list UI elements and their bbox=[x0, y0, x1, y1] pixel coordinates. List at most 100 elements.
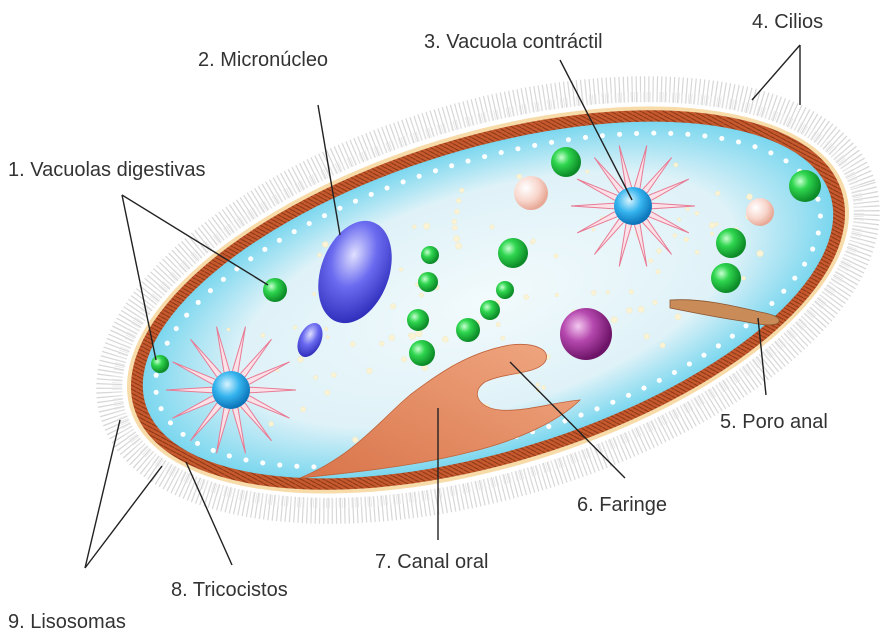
label-micronucleo: 2. Micronúcleo bbox=[198, 50, 328, 70]
granule bbox=[660, 343, 665, 348]
granule bbox=[542, 386, 546, 390]
granule bbox=[695, 211, 699, 215]
digestive-vacuole bbox=[789, 170, 821, 202]
granule bbox=[269, 421, 274, 426]
granule bbox=[657, 248, 662, 253]
granule bbox=[261, 333, 265, 337]
granule bbox=[611, 317, 617, 323]
granule bbox=[412, 225, 416, 229]
digestive-vacuole bbox=[711, 263, 741, 293]
granule bbox=[501, 336, 505, 340]
granule bbox=[313, 292, 316, 295]
granule bbox=[452, 219, 457, 224]
digestive-vacuole bbox=[409, 340, 435, 366]
label-cilios: 4. Cilios bbox=[752, 12, 823, 32]
granule bbox=[227, 328, 230, 331]
granule bbox=[675, 314, 681, 320]
digestive-vacuole bbox=[716, 228, 746, 258]
purple-vacuole bbox=[560, 308, 612, 360]
digestive-vacuole bbox=[263, 278, 287, 302]
label-vacuola-contractil: 3. Vacuola contráctil bbox=[424, 32, 603, 52]
granule bbox=[454, 236, 460, 242]
granule bbox=[742, 276, 746, 280]
granule bbox=[367, 368, 373, 374]
digestive-vacuole bbox=[421, 246, 439, 264]
pink-vacuole bbox=[514, 176, 548, 210]
granule bbox=[298, 357, 304, 363]
label-lisosomas: 9. Lisosomas bbox=[8, 612, 126, 632]
granule bbox=[656, 269, 661, 274]
granule bbox=[301, 407, 306, 412]
granule bbox=[490, 225, 494, 229]
granule bbox=[554, 254, 558, 258]
granule bbox=[674, 163, 678, 167]
granule bbox=[422, 365, 428, 371]
granule bbox=[626, 308, 632, 314]
label-canal-oral: 7. Canal oral bbox=[375, 552, 488, 572]
granule bbox=[709, 222, 715, 228]
granule bbox=[442, 336, 448, 342]
granule bbox=[324, 327, 328, 331]
granule bbox=[649, 259, 653, 263]
digestive-vacuole bbox=[551, 147, 581, 177]
granule bbox=[416, 330, 422, 336]
granule bbox=[318, 253, 322, 257]
granule bbox=[325, 390, 330, 395]
granule bbox=[715, 222, 719, 226]
granule bbox=[653, 300, 658, 305]
granule bbox=[592, 228, 595, 231]
label-poro-anal: 5. Poro anal bbox=[720, 412, 828, 432]
digestive-vacuole bbox=[407, 309, 429, 331]
granule bbox=[673, 234, 677, 238]
digestive-vacuole bbox=[151, 355, 169, 373]
digestive-vacuole bbox=[496, 281, 514, 299]
granule bbox=[390, 304, 395, 309]
label-faringe: 6. Faringe bbox=[577, 495, 667, 515]
granule bbox=[322, 242, 328, 248]
label-tricocistos: 8. Tricocistos bbox=[171, 580, 288, 600]
granule bbox=[644, 334, 649, 339]
leader-cilios-1 bbox=[752, 45, 800, 100]
granule bbox=[684, 237, 689, 242]
granule bbox=[293, 326, 297, 330]
granule bbox=[350, 342, 355, 347]
contractile-center bbox=[614, 187, 652, 225]
contractile-center bbox=[212, 371, 250, 409]
pink-vacuole-small bbox=[746, 198, 774, 226]
digestive-vacuole bbox=[498, 238, 528, 268]
granule bbox=[747, 194, 753, 200]
granule bbox=[710, 232, 714, 236]
granule bbox=[606, 291, 610, 295]
granule bbox=[591, 290, 596, 295]
digestive-vacuole bbox=[456, 318, 480, 342]
granule bbox=[517, 174, 522, 179]
granule bbox=[757, 250, 763, 256]
granule bbox=[452, 225, 457, 230]
granule bbox=[331, 373, 336, 378]
granule bbox=[389, 335, 395, 341]
granule bbox=[379, 341, 384, 346]
granule bbox=[326, 336, 329, 339]
granule bbox=[686, 207, 690, 211]
granule bbox=[399, 268, 403, 272]
granule bbox=[715, 191, 720, 196]
granule bbox=[424, 223, 430, 229]
granule bbox=[456, 198, 461, 203]
granule bbox=[536, 383, 540, 387]
digestive-vacuole bbox=[480, 300, 500, 320]
granule bbox=[314, 375, 318, 379]
granule bbox=[555, 293, 559, 297]
granule bbox=[531, 239, 535, 243]
granule bbox=[454, 209, 459, 214]
granule bbox=[585, 170, 589, 174]
granule bbox=[629, 290, 634, 295]
digestive-vacuole bbox=[418, 272, 438, 292]
granule bbox=[496, 322, 500, 326]
granule bbox=[524, 295, 529, 300]
paramecium-body bbox=[59, 8, 881, 591]
granule bbox=[409, 333, 415, 339]
granule bbox=[456, 243, 462, 249]
granule bbox=[677, 218, 680, 221]
label-vacuolas-digestivas: 1. Vacuolas digestivas bbox=[8, 160, 206, 180]
